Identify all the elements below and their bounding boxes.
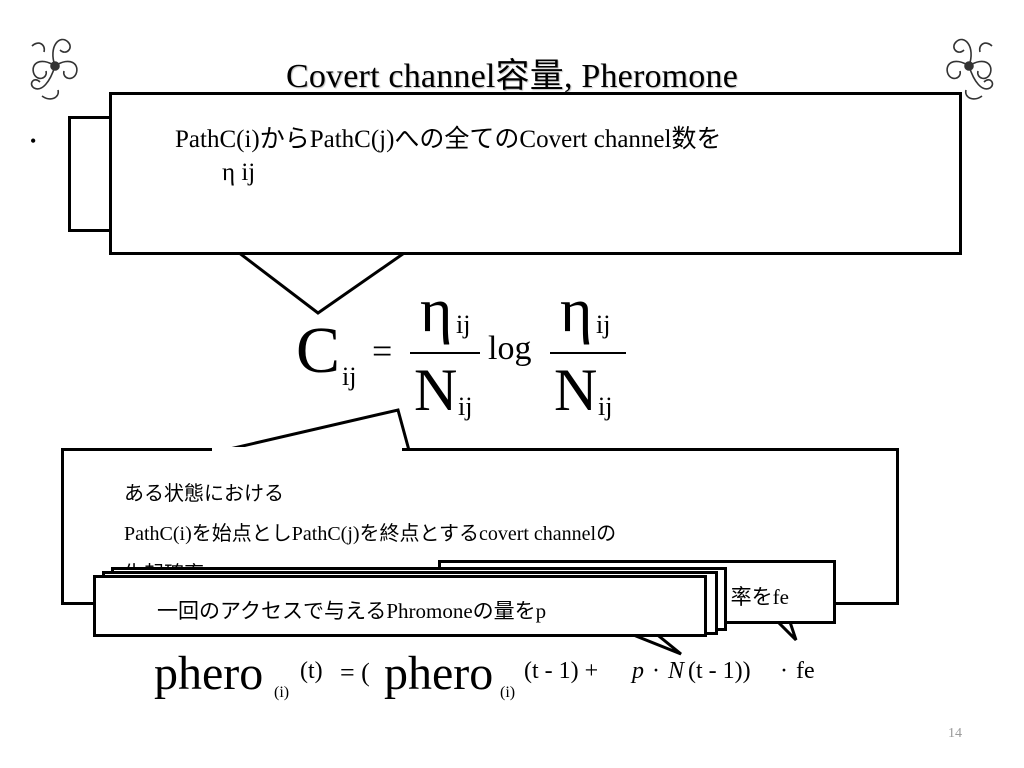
formula-c-num2-sub: ij — [596, 310, 611, 339]
flourish-ornament-icon-right — [946, 38, 994, 100]
callout-p-definition: 一回のアクセスで与えるPhromoneの量をp — [93, 575, 707, 637]
formula-c-num1: η — [420, 277, 453, 345]
formula-phero-rhs: phero — [384, 647, 494, 700]
formula-c-fraction-bar-1 — [410, 352, 480, 354]
flourish-ornament-icon-left — [30, 38, 78, 100]
formula-phero-rhs-arg: (t - 1) + — [524, 658, 599, 684]
formula-c-den2: N — [554, 357, 598, 423]
formula-capacity: C ij = η ij N ij log η ij N ij — [296, 277, 656, 432]
formula-phero-fe: fe — [796, 658, 815, 684]
callout-state-line2: PathC(i)を始点としPathC(j)を終点とするcovert channe… — [124, 523, 617, 545]
formula-phero-rhs-sub: (i) — [500, 684, 516, 701]
formula-phero-n: N — [668, 658, 685, 684]
formula-c-den1: N — [414, 357, 458, 423]
formula-phero-dot1: · — [652, 658, 660, 684]
callout-eta-definition: PathC(i)からPathC(j)への全てのCovert channel数を … — [109, 92, 962, 255]
formula-c-equals: = — [372, 331, 393, 371]
formula-phero-n-arg: (t - 1)) — [688, 658, 751, 684]
formula-phero-lhs: phero — [154, 647, 264, 700]
formula-phero-lhs-arg: (t) — [300, 658, 323, 684]
formula-c-log: log — [488, 330, 532, 367]
formula-phero-lhs-sub: (i) — [274, 684, 290, 701]
formula-phero-dot2: · — [780, 658, 788, 684]
formula-c-num1-sub: ij — [456, 310, 471, 339]
formula-c-den2-sub: ij — [598, 392, 613, 421]
formula-c-fraction-bar-2 — [550, 352, 626, 354]
formula-phero-equals: = ( — [340, 658, 370, 687]
callout-fe-text: 率をfe — [730, 585, 789, 609]
formula-c-lhs-sub: ij — [342, 362, 357, 391]
callout-eta-line2: η ij — [222, 159, 256, 186]
formula-pheromone: phero (i) (t) = ( phero (i) (t - 1) + p … — [150, 640, 850, 720]
callout-p-text: 一回のアクセスで与えるPhromoneの量をp — [157, 599, 547, 623]
bullet-marker: • — [30, 131, 37, 151]
callout-eta-line1: PathC(i)からPathC(j)への全てのCovert channel数を — [175, 126, 722, 153]
callout-tail-seam — [238, 246, 414, 252]
formula-c-den1-sub: ij — [458, 392, 473, 421]
formula-c-num2: η — [560, 277, 593, 345]
callout-state-line1: ある状態における — [124, 483, 284, 505]
slide-title: Covert channel容量, Pheromone — [285, 58, 738, 95]
callout-middle-tail-seam — [212, 447, 402, 453]
page-number: 14 — [948, 726, 962, 741]
formula-phero-p: p — [632, 658, 644, 684]
formula-c-lhs: C — [296, 314, 341, 387]
